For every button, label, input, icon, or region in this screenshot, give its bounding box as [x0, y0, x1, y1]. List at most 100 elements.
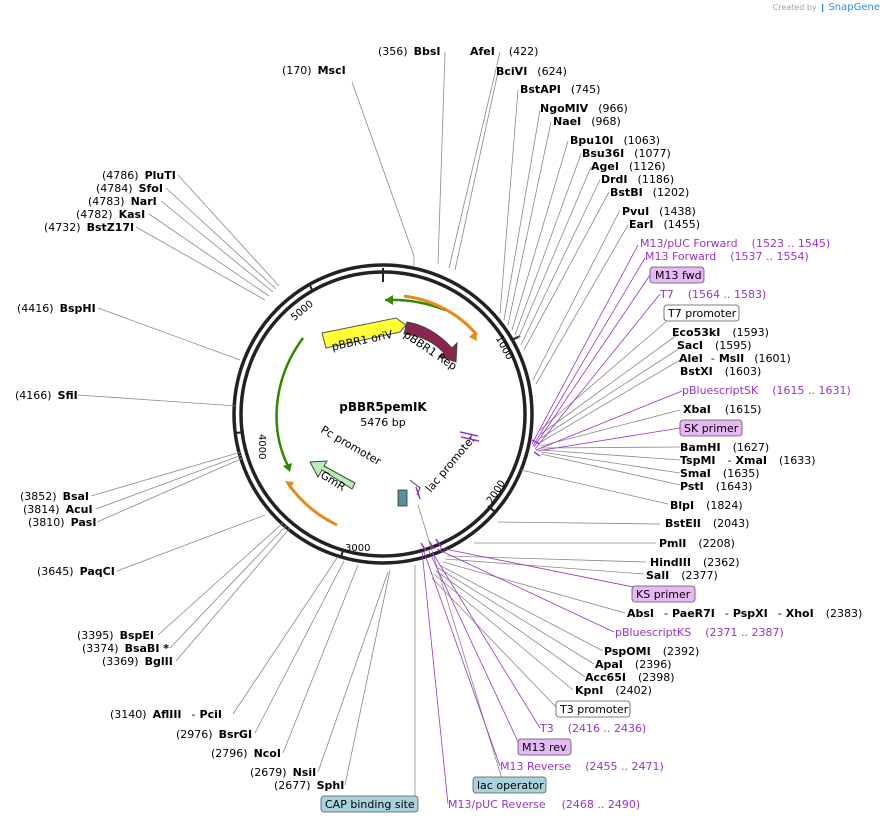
- label-eco53kI: Eco53kI(1593): [672, 326, 769, 339]
- m13-rev-box: [517, 738, 572, 756]
- pbbr1-rep-feature: [403, 321, 458, 363]
- lac-operator-mark: [397, 489, 408, 507]
- cap-site-box: [320, 795, 419, 813]
- label-pluTI: (4786)PluTI: [102, 169, 176, 182]
- t7-promoter-box: [663, 304, 740, 322]
- label-pasI: (3810)PasI: [28, 516, 96, 529]
- green-arc-top-head: [385, 295, 393, 305]
- label-bpu10I: Bpu10I(1063): [570, 134, 660, 147]
- label-m13-fwd-box: M13 fwd: [655, 269, 702, 282]
- label-hindIII: HindIII(2362): [650, 556, 740, 569]
- label-sk-primer-box: SK primer: [684, 422, 739, 435]
- label-sphI: (2677)SphI: [274, 779, 344, 792]
- label-ngoMIV: NgoMIV(966): [540, 102, 628, 115]
- label-earI: EarI(1455): [629, 218, 700, 231]
- label-kpnI: KpnI(2402): [575, 684, 652, 697]
- m13-fwd-box: [649, 266, 705, 284]
- label-t7-promoter-box: T7 promoter: [667, 307, 737, 320]
- t3-promoter-box: [555, 700, 631, 718]
- label-pmlI: PmlI(2208): [659, 537, 735, 550]
- label-bsu36I: Bsu36I(1077): [582, 147, 671, 160]
- label-pbluescriptSK: pBluescriptSK(1615 .. 1631): [682, 384, 851, 397]
- label-t3-promoter-box: T3 promoter: [559, 703, 629, 716]
- tick-label-3000: 3000: [345, 543, 370, 554]
- label-t3: T3(2416 .. 2436): [539, 722, 646, 735]
- label-m13puc-reverse: M13/pUC Reverse(2468 .. 2490): [448, 798, 640, 811]
- label-acc65I: Acc65I(2398): [585, 671, 675, 684]
- credit-prefix: Created by: [772, 3, 817, 12]
- label-afeI: AfeI(422): [470, 45, 538, 58]
- label-bciVI: BciVI(624): [496, 65, 567, 78]
- lac-operator-box: [472, 776, 547, 794]
- label-sfoI: (4784)SfoI: [96, 182, 163, 195]
- orange-arc-left: [287, 484, 338, 527]
- label-nsiI: (2679)NsiI: [250, 766, 316, 779]
- orange-arc-top: [403, 294, 479, 336]
- label-xbaI: XbaI(1615): [683, 403, 761, 416]
- label-pbluescriptKS: pBluescriptKS(2371 .. 2387): [615, 626, 784, 639]
- label-m13-rev-box: M13 rev: [522, 741, 567, 754]
- label-paqCI: (3645)PaqCI: [37, 565, 115, 578]
- orange-arc-left-head: [285, 481, 294, 489]
- label-apaI: ApaI(2396): [595, 658, 671, 671]
- label-bstEII: BstEII(2043): [665, 517, 749, 530]
- credit-brand: SnapGene: [828, 2, 880, 13]
- label-m13-reverse: M13 Reverse(2455 .. 2471): [500, 760, 664, 773]
- mcs-marks-bottom: [415, 486, 442, 552]
- pbbr1-oriv-feature: [321, 317, 407, 349]
- gmr-feature: [309, 460, 356, 490]
- lac-promoter-label: lac promoter: [423, 432, 479, 495]
- sk-primer-box: [679, 419, 743, 437]
- label-bspHI: (4416)BspHI: [17, 302, 96, 315]
- label-pvuI: PvuI(1438): [622, 205, 696, 218]
- label-bsaI: (3852)BsaI: [20, 490, 89, 503]
- label-naeI: NaeI(968): [553, 115, 621, 128]
- plasmid-name: pBBR5pemIK: [339, 400, 427, 414]
- label-narI: (4783)NarI: [88, 195, 157, 208]
- green-arc-left-head: [283, 463, 292, 472]
- label-kasI: (4782)KasI: [76, 208, 145, 221]
- label-pspOMI: PspOMI(2392): [604, 645, 699, 658]
- label-bstZ17I: (4732)BstZ17I: [44, 221, 134, 234]
- label-bstXI: BstXI(1603): [680, 365, 761, 378]
- backbone-outer: [232, 263, 534, 565]
- label-pstI: PstI(1643): [680, 480, 752, 493]
- label-bglII: (3369)BglII: [102, 655, 173, 668]
- label-bsrGI: (2976)BsrGI: [176, 728, 252, 741]
- label-smaI: SmaI(1635): [680, 467, 759, 480]
- label-bstAPI: BstAPI(745): [520, 83, 600, 96]
- label-sacI: SacI(1595): [677, 339, 752, 352]
- plasmid-size: 5476 bp: [360, 416, 405, 429]
- label-t7: T7(1564 .. 1583): [659, 288, 766, 301]
- label-absI-group: AbsI-PaeR7I-PspXI-XhoI(2383): [627, 607, 862, 620]
- tick-5000: [308, 282, 313, 291]
- label-bbsI: (356)BbsI: [378, 45, 441, 58]
- leader-lines: [77, 51, 681, 798]
- label-tspMI-xmaI: TspMI-XmaI(1633): [680, 454, 816, 467]
- label-salI: SalI(2377): [646, 569, 718, 582]
- tick-3000: [340, 549, 344, 559]
- snapgene-credit: Created by ❙ SnapGene: [773, 2, 880, 13]
- label-bamHI: BamHI(1627): [680, 441, 769, 454]
- orange-arc-top-head: [469, 331, 477, 341]
- ks-primer-box: [631, 585, 696, 603]
- label-lac-operator-box: lac operator: [477, 779, 544, 792]
- label-bsaBI: (3374)BsaBI *: [82, 642, 169, 655]
- backbone-inner: [239, 270, 527, 558]
- tick-label-4000: 4000: [256, 434, 267, 459]
- label-aleI-msII: AleI-MslI(1601): [679, 352, 791, 365]
- green-arc-left: [275, 337, 305, 467]
- label-acuI: (3814)AcuI: [23, 503, 93, 516]
- pc-promoter-label: Pc promoter: [319, 423, 384, 468]
- label-m13-forward: M13 Forward(1537 .. 1554): [645, 250, 809, 263]
- label-ageI: AgeI(1126): [591, 160, 666, 173]
- label-blpI: BlpI(1824): [670, 499, 743, 512]
- label-drdI: DrdI(1186): [601, 173, 674, 186]
- label-aflIII-pciI: (3140)AflIII-PciI: [110, 708, 222, 721]
- primer-leader-lines: [421, 244, 683, 805]
- tick-2000: [487, 505, 496, 513]
- label-ncoI: (2796)NcoI: [211, 747, 281, 760]
- label-m13puc-forward: M13/pUC Forward(1523 .. 1545): [640, 237, 830, 250]
- label-cap-site-box: CAP binding site: [325, 798, 415, 811]
